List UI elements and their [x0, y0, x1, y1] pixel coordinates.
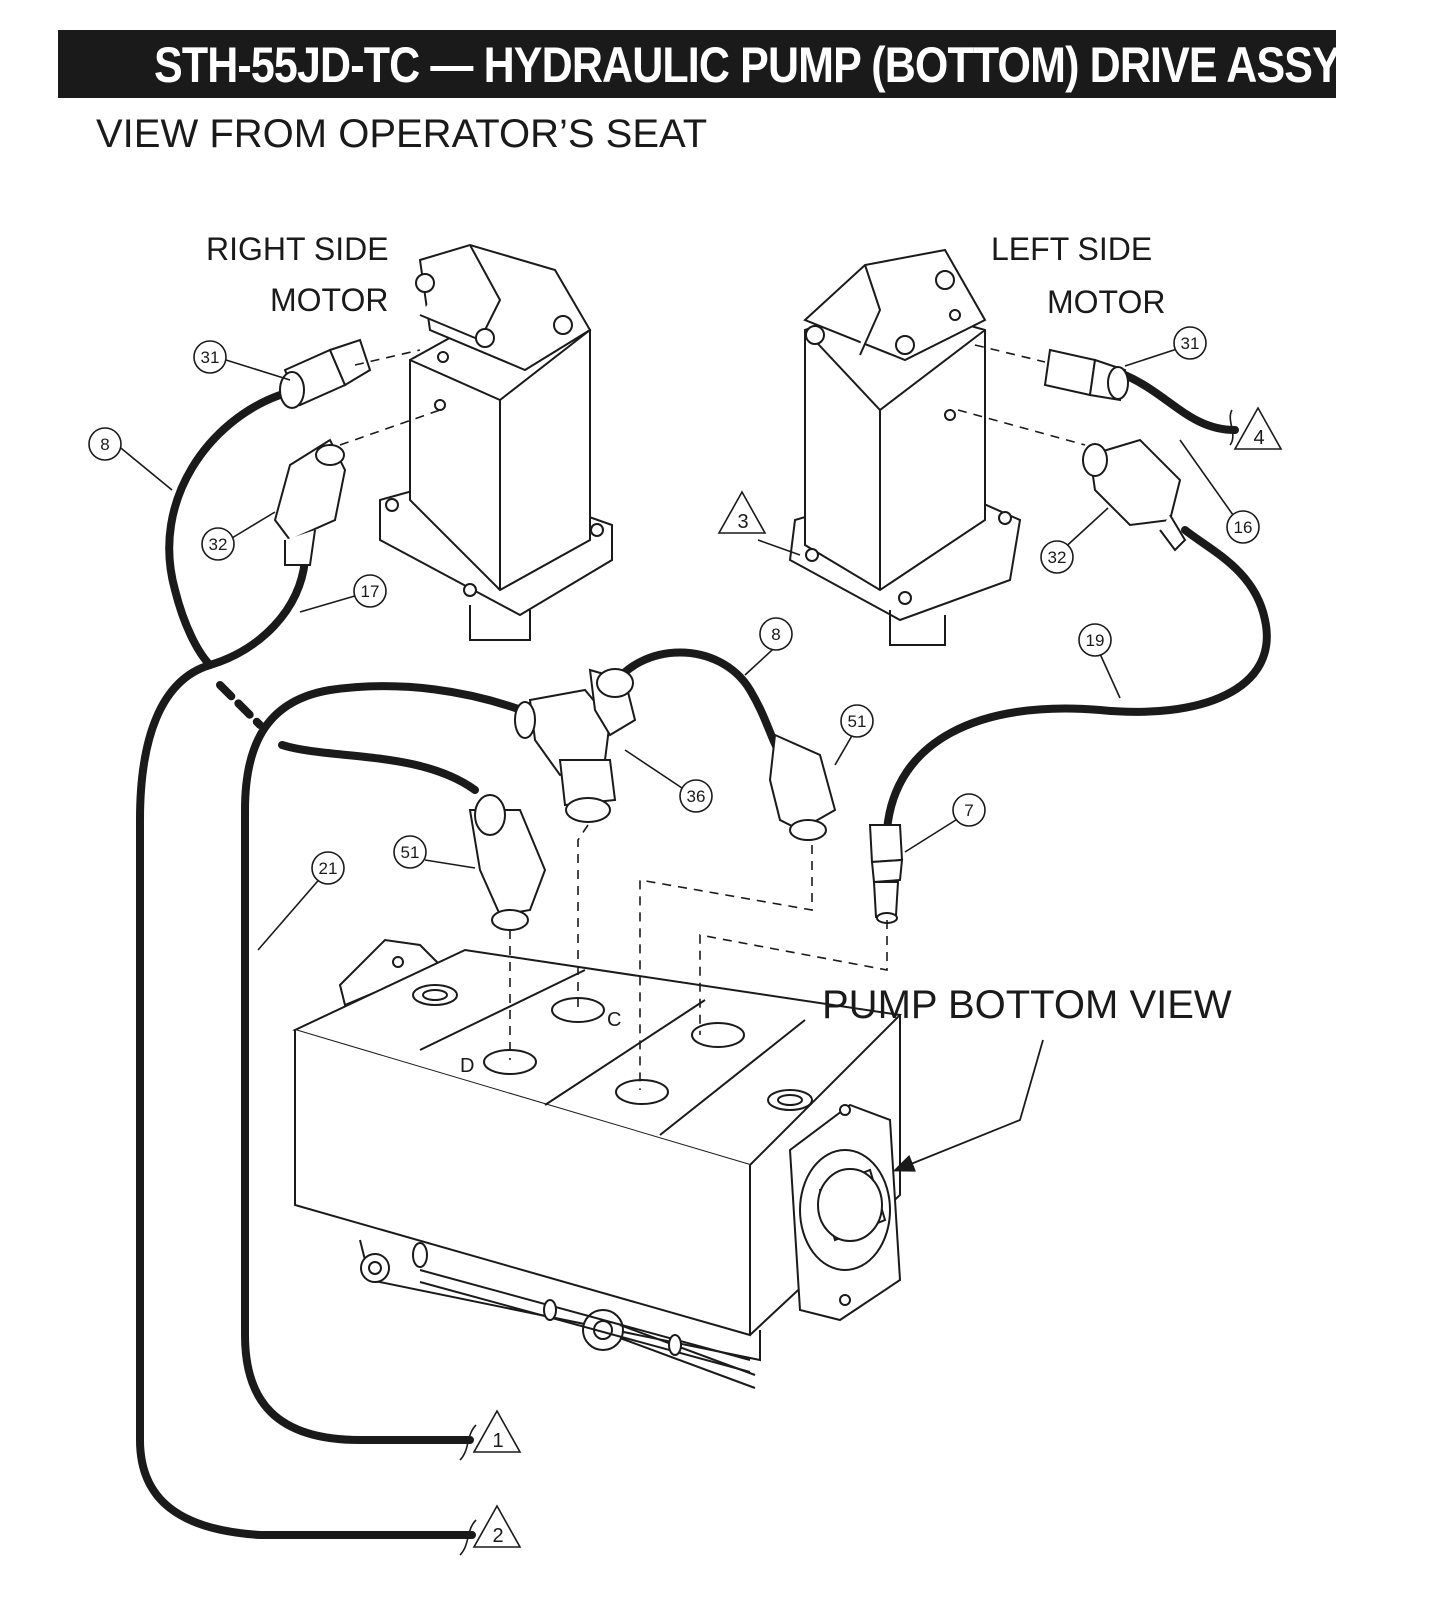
callout-31-right-circle [193, 340, 227, 374]
callout-8-left: 8 [100, 435, 109, 454]
callout-36-circle [679, 779, 713, 813]
callout-19-circle [1078, 623, 1112, 657]
left-side-motor-label-line2: MOTOR [1047, 284, 1166, 320]
fitting-36-tee [514, 668, 637, 823]
fitting-32-left [1082, 438, 1187, 552]
fitting-31-left [1043, 348, 1129, 402]
right-side-motor-label-line1: RIGHT SIDE [206, 231, 389, 267]
callout-32-left-circle [1040, 540, 1074, 574]
note-1-triangle [472, 1409, 522, 1453]
callout-7: 7 [964, 801, 973, 820]
callout-8-center-circle [759, 617, 793, 651]
hose-8-center [606, 648, 782, 754]
fitting-32-right [273, 438, 347, 566]
callout-51-left: 51 [401, 843, 420, 862]
note-1: 1 [492, 1430, 503, 1452]
callout-21: 21 [319, 859, 338, 878]
port-c-label: C [607, 1009, 621, 1031]
note-2-triangle [472, 1504, 522, 1548]
callout-32-right-circle [201, 527, 235, 561]
hose-16 [1121, 371, 1239, 434]
left-side-motor [788, 248, 1022, 646]
page-title: STH-55JD-TC — HYDRAULIC PUMP (BOTTOM) DR… [154, 37, 1347, 93]
callout-36: 36 [687, 787, 706, 806]
callout-32-left: 32 [1048, 548, 1067, 567]
fittings [273, 338, 1187, 931]
callout-8-left-circle [88, 427, 122, 461]
callout-51-right: 51 [848, 712, 867, 731]
title-bar: STH-55JD-TC — HYDRAULIC PUMP (BOTTOM) DR… [58, 30, 1347, 98]
pump-bottom-view-label: PUMP BOTTOM VIEW [822, 983, 1232, 1027]
left-side-motor-label-line1: LEFT SIDE [991, 231, 1152, 267]
hydraulic-pump-body [292, 938, 903, 1389]
note-2: 2 [492, 1525, 503, 1547]
note-3-triangle [717, 490, 767, 534]
hose-8-left [165, 391, 284, 669]
callout-51-left-circle [393, 835, 427, 869]
callout-16-circle [1226, 510, 1260, 544]
callout-19: 19 [1086, 631, 1105, 650]
callout-32-right: 32 [209, 535, 228, 554]
fitting-7 [868, 824, 904, 924]
right-side-motor [379, 243, 613, 641]
callout-21-circle [311, 851, 345, 885]
callout-51-right-circle [840, 704, 874, 738]
hose-8-left-dash [216, 681, 264, 729]
callout-16: 16 [1234, 518, 1253, 537]
fitting-51-center [768, 733, 837, 841]
view-subtitle: VIEW FROM OPERATOR’S SEAT [96, 112, 708, 156]
hose-19 [883, 526, 1271, 834]
pump-view-arrow [892, 1039, 1044, 1172]
right-side-motor-label-line2: MOTOR [270, 282, 389, 318]
note-4-triangle [1233, 406, 1283, 450]
note-4: 4 [1253, 427, 1264, 449]
dashed-connectors [339, 344, 1086, 1090]
fitting-31-right [279, 338, 372, 409]
note-3: 3 [737, 511, 748, 533]
fitting-51-left [468, 794, 547, 931]
callout-8-center: 8 [771, 625, 780, 644]
callout-31-left: 31 [1181, 334, 1200, 353]
callout-17: 17 [361, 582, 380, 601]
hoses [136, 371, 1271, 1539]
callout-31-right: 31 [201, 348, 220, 367]
callout-17-circle [353, 574, 387, 608]
hose-17 [136, 556, 476, 1539]
callout-7-circle [952, 793, 986, 827]
callout-31-left-circle [1173, 326, 1207, 360]
port-d-label: D [460, 1055, 474, 1077]
hose-to-51-left [278, 741, 479, 794]
hose-21 [241, 682, 539, 1444]
